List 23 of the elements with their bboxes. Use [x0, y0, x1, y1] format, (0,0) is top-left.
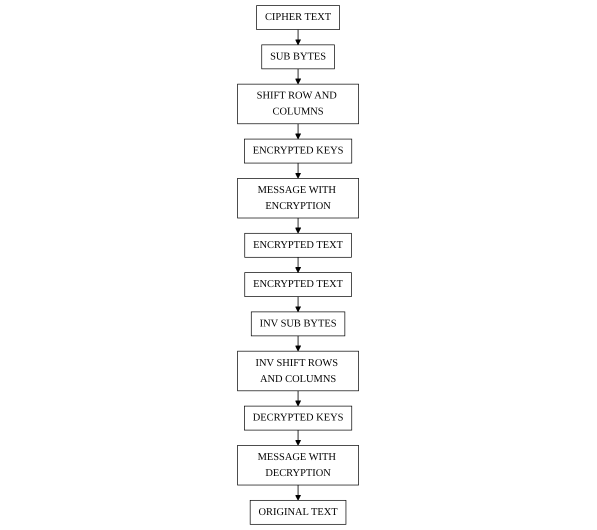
- node-box: CIPHER TEXT: [256, 5, 340, 30]
- arrow: [295, 123, 302, 140]
- node-box: INV SUB BYTES: [251, 312, 346, 336]
- arrow: [295, 336, 302, 352]
- arrow: [295, 68, 302, 84]
- arrow: [295, 430, 302, 446]
- arrow: [295, 218, 302, 234]
- node-box: SHIFT ROW AND COLUMNS: [238, 84, 360, 124]
- node-box: MESSAGE WITH ENCRYPTION: [238, 178, 360, 218]
- arrow: [295, 162, 302, 179]
- arrow: [295, 484, 302, 501]
- arrow: [295, 29, 302, 46]
- node-box: DECRYPTED KEYS: [244, 406, 353, 430]
- node-box: ENCRYPTED KEYS: [244, 138, 353, 164]
- node-box: MESSAGE WITH DECRYPTION: [238, 445, 360, 486]
- node-box: SUB BYTES: [262, 44, 336, 70]
- arrow: [295, 390, 302, 406]
- node-box: INV SHIFT ROWS AND COLUMNS: [238, 350, 360, 392]
- arrow: [295, 296, 302, 312]
- node-box: ENCRYPTED TEXT: [244, 272, 352, 297]
- arrow: [295, 256, 302, 273]
- node-box: ORIGINAL TEXT: [250, 500, 347, 525]
- node-box: ENCRYPTED TEXT: [244, 233, 352, 258]
